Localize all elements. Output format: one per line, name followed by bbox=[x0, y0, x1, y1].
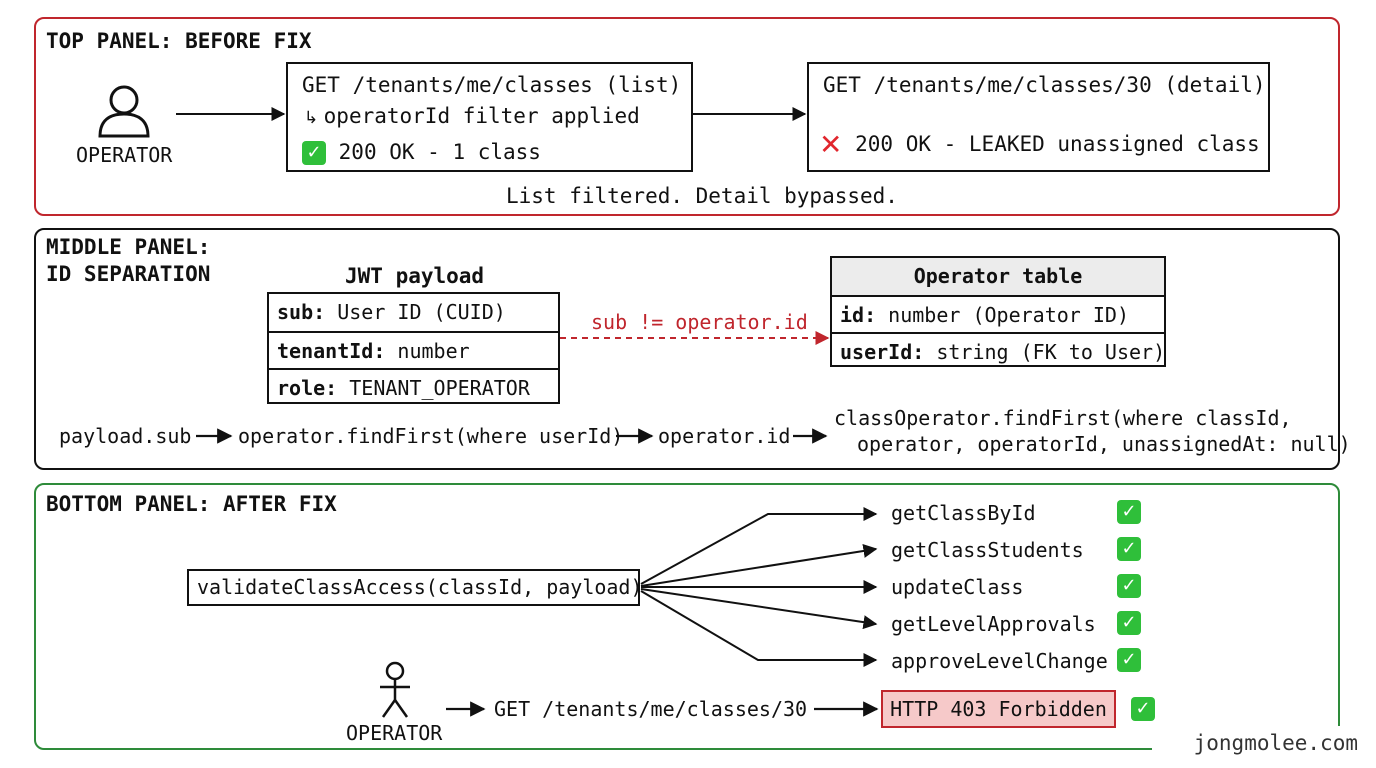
middle-panel-title-line1: MIDDLE PANEL: bbox=[46, 235, 211, 259]
target-getclassbyid: getClassById bbox=[891, 501, 1036, 525]
flow-step-find-operator: operator.findFirst(where userId) bbox=[238, 424, 624, 448]
middle-panel bbox=[34, 228, 1340, 470]
check-icon: ✓ bbox=[1117, 611, 1141, 635]
validate-class-access-box: validateClassAccess(classId, payload) bbox=[187, 569, 643, 606]
flow-step-operator-id: operator.id bbox=[658, 424, 791, 448]
operator-row-userid: userId: string (FK to User) bbox=[832, 332, 1165, 369]
check-icon: ✓ bbox=[1131, 697, 1155, 721]
jwt-row-sub: sub: User ID (CUID) bbox=[277, 300, 506, 324]
operator-label: OPERATOR bbox=[76, 143, 173, 167]
target-updateclass: updateClass bbox=[891, 575, 1024, 599]
top-panel-title: TOP PANEL: BEFORE FIX bbox=[46, 29, 312, 53]
target-getlevelapprovals: getLevelApprovals bbox=[891, 612, 1096, 636]
top-panel bbox=[34, 17, 1340, 216]
jwt-row-tenantid: tenantId: number bbox=[269, 331, 558, 368]
bottom-operator-label: OPERATOR bbox=[346, 721, 443, 745]
middle-panel-title-line2: ID SEPARATION bbox=[46, 262, 211, 286]
list-filter-line: ↳ operatorId filter applied bbox=[304, 104, 640, 128]
operator-row-id: id: number (Operator ID) bbox=[832, 295, 1164, 332]
target-getclassstudents: getClassStudents bbox=[891, 538, 1084, 562]
list-request-line: GET /tenants/me/classes (list) bbox=[302, 73, 682, 97]
http-403-box: HTTP 403 Forbidden bbox=[881, 690, 1116, 728]
bottom-request-label: GET /tenants/me/classes/30 bbox=[494, 697, 808, 721]
jwt-heading: JWT payload bbox=[345, 264, 485, 288]
check-icon: ✓ bbox=[1117, 500, 1141, 524]
operator-table: Operator table id: number (Operator ID) … bbox=[830, 256, 1166, 367]
list-status-line: ✓ 200 OK - 1 class bbox=[302, 140, 541, 165]
flow-step-class-operator-line2: operator, operatorId, unassignedAt: null… bbox=[857, 432, 1351, 456]
bottom-panel bbox=[34, 483, 1340, 750]
target-approvelevelchange: approveLevelChange bbox=[891, 649, 1108, 673]
list-request-box: GET /tenants/me/classes (list) ↳ operato… bbox=[286, 62, 693, 172]
check-icon: ✓ bbox=[302, 141, 326, 165]
check-icon: ✓ bbox=[1117, 574, 1141, 598]
check-icon: ✓ bbox=[1117, 537, 1141, 561]
flow-step-class-operator-line1: classOperator.findFirst(where classId, bbox=[834, 406, 1292, 430]
detail-request-box: GET /tenants/me/classes/30 (detail) ✕ 20… bbox=[807, 62, 1270, 172]
flow-step-payload-sub: payload.sub bbox=[59, 424, 192, 448]
jwt-payload-table: sub: User ID (CUID) tenantId: number rol… bbox=[267, 292, 560, 404]
top-caption: List filtered. Detail bypassed. bbox=[506, 184, 898, 208]
operator-table-header: Operator table bbox=[832, 258, 1164, 295]
bottom-panel-title: BOTTOM PANEL: AFTER FIX bbox=[46, 492, 337, 516]
jwt-row-role: role: TENANT_OPERATOR bbox=[269, 368, 558, 405]
check-icon: ✓ bbox=[1117, 648, 1141, 672]
return-arrow-icon: ↳ bbox=[304, 108, 324, 128]
cross-icon: ✕ bbox=[819, 128, 843, 161]
relation-label: sub != operator.id bbox=[591, 310, 808, 334]
detail-status-line: ✕ 200 OK - LEAKED unassigned class bbox=[819, 128, 1260, 161]
watermark: jongmolee.com bbox=[1152, 726, 1376, 768]
detail-request-line: GET /tenants/me/classes/30 (detail) bbox=[823, 73, 1266, 97]
